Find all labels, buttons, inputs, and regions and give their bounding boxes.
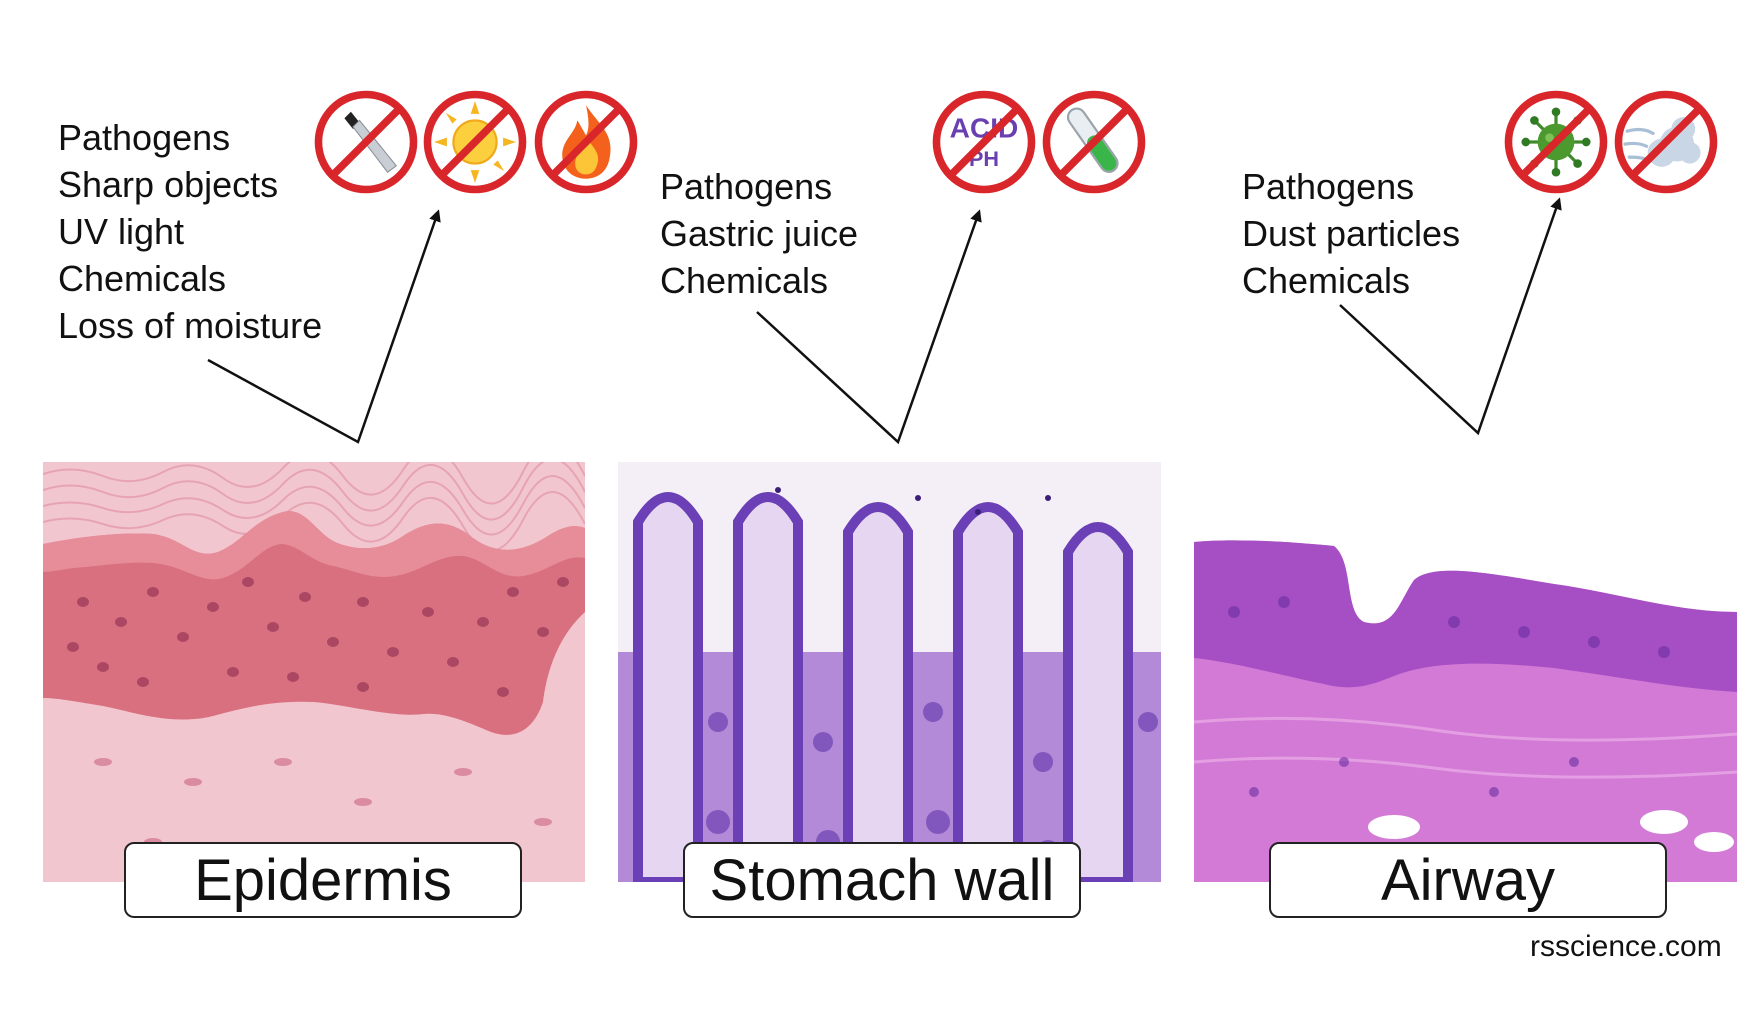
- no-knife-icon: [312, 88, 420, 196]
- epidermis-label: Epidermis: [124, 842, 522, 918]
- threat-item: Dust particles: [1242, 213, 1461, 254]
- no-sun-icon: [421, 88, 529, 196]
- no-acid-ph-icon: ACID PH: [930, 88, 1038, 196]
- epidermis-micrograph: [43, 462, 585, 882]
- threat-item: Pathogens: [1242, 166, 1415, 207]
- arrow-stomach: [756, 209, 982, 445]
- airway-threat-list: Pathogens Dust particles Chemicals: [1242, 163, 1460, 304]
- site-credit: rsscience.com: [1530, 930, 1722, 963]
- stomach-wall-micrograph: [618, 462, 1161, 882]
- epidermis-threat-list: Pathogens Sharp objects UV light Chemica…: [58, 114, 322, 349]
- arrow-epidermis: [207, 209, 441, 444]
- threat-item: Gastric juice: [660, 213, 859, 254]
- threat-item: Chemicals: [1242, 260, 1411, 301]
- arrow-airway: [1339, 197, 1562, 436]
- no-dust-icon: [1612, 88, 1720, 196]
- airway-label: Airway: [1269, 842, 1667, 918]
- threat-item: Chemicals: [58, 258, 227, 299]
- stomach-wall-label: Stomach wall: [683, 842, 1081, 918]
- no-chemical-tube-icon: [1040, 88, 1148, 196]
- no-virus-icon: [1502, 88, 1610, 196]
- threat-item: Pathogens: [58, 117, 231, 158]
- threat-item: Loss of moisture: [58, 305, 323, 346]
- threat-item: Sharp objects: [58, 164, 279, 205]
- airway-micrograph: [1194, 462, 1737, 882]
- threat-item: UV light: [58, 211, 185, 252]
- stomach-threat-list: Pathogens Gastric juice Chemicals: [660, 163, 858, 304]
- threat-item: Chemicals: [660, 260, 829, 301]
- no-fire-icon: [532, 88, 640, 196]
- threat-item: Pathogens: [660, 166, 833, 207]
